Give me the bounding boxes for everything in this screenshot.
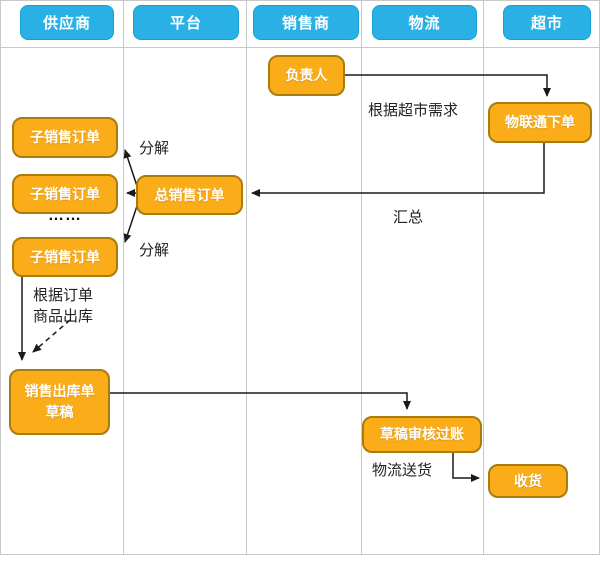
lane-divider bbox=[361, 0, 362, 554]
label-logistics-delivery: 物流送货 bbox=[372, 462, 433, 479]
label-ellipsis: …… bbox=[48, 207, 82, 224]
lane-divider bbox=[483, 0, 484, 554]
label-aggregate: 汇总 bbox=[393, 209, 424, 226]
lane-header-platform: 平台 bbox=[133, 5, 239, 40]
header-divider bbox=[0, 47, 600, 48]
lane-header-supplier: 供应商 bbox=[20, 5, 114, 40]
node-outbound-draft: 销售出库单 草稿 bbox=[9, 369, 110, 435]
lane-header-supermarket: 超市 bbox=[503, 5, 591, 40]
node-receive: 收货 bbox=[488, 464, 568, 498]
label-split-top: 分解 bbox=[139, 140, 170, 157]
lane-divider bbox=[123, 0, 124, 554]
node-sub-order-2: 子销售订单 bbox=[12, 174, 118, 214]
label-per-supermarket-demand: 根据超市需求 bbox=[368, 102, 459, 119]
node-iot-order: 物联通下单 bbox=[488, 102, 592, 143]
node-responsible: 负责人 bbox=[268, 55, 345, 96]
bottom-divider bbox=[0, 554, 600, 555]
node-sub-order-3: 子销售订单 bbox=[12, 237, 118, 277]
node-outbound-draft-line2: 草稿 bbox=[45, 404, 74, 420]
label-per-order-line1: 根据订单 bbox=[33, 287, 94, 304]
lane-header-seller: 销售商 bbox=[253, 5, 359, 40]
label-split-bottom: 分解 bbox=[139, 242, 170, 259]
node-sub-order-1: 子销售订单 bbox=[12, 117, 118, 158]
label-per-order-line2: 商品出库 bbox=[33, 308, 94, 325]
node-total-sales-order: 总销售订单 bbox=[136, 175, 243, 215]
lane-header-logistics: 物流 bbox=[372, 5, 477, 40]
node-draft-posting: 草稿审核过账 bbox=[362, 416, 482, 453]
node-outbound-draft-line1: 销售出库单 bbox=[24, 383, 95, 399]
lane-divider bbox=[246, 0, 247, 554]
